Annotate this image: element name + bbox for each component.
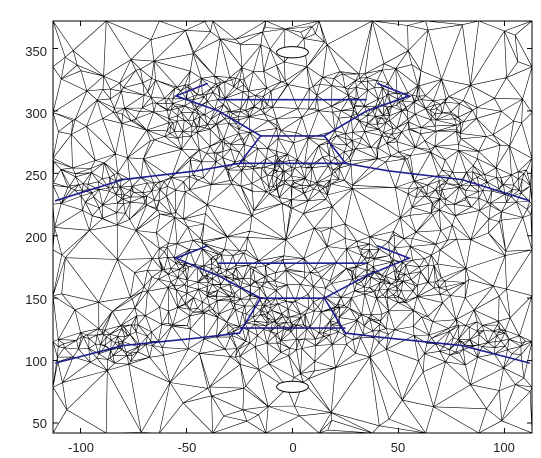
y-tick-label: 250 bbox=[25, 168, 47, 183]
outline-curve bbox=[323, 82, 531, 202]
outline-curve bbox=[54, 82, 262, 202]
x-tick-label: -50 bbox=[178, 440, 197, 455]
axis-ticks bbox=[53, 21, 532, 433]
x-tick-label: 0 bbox=[289, 440, 296, 455]
y-tick-label: 100 bbox=[25, 354, 47, 369]
x-tick-label: 50 bbox=[391, 440, 405, 455]
y-tick-label: 50 bbox=[33, 416, 47, 431]
plot-area bbox=[53, 21, 532, 433]
x-tick-label: 100 bbox=[493, 440, 515, 455]
upper-hole bbox=[276, 46, 309, 59]
y-tick-label: 350 bbox=[25, 44, 47, 59]
outline-curve bbox=[323, 244, 531, 364]
lower-hole bbox=[276, 380, 309, 393]
holes bbox=[276, 46, 309, 393]
geometry-outline bbox=[54, 82, 531, 364]
outline-curve bbox=[54, 244, 262, 364]
y-tick-label: 200 bbox=[25, 230, 47, 245]
y-tick-label: 150 bbox=[25, 292, 47, 307]
x-tick-label: -100 bbox=[68, 440, 94, 455]
y-tick-label: 300 bbox=[25, 106, 47, 121]
